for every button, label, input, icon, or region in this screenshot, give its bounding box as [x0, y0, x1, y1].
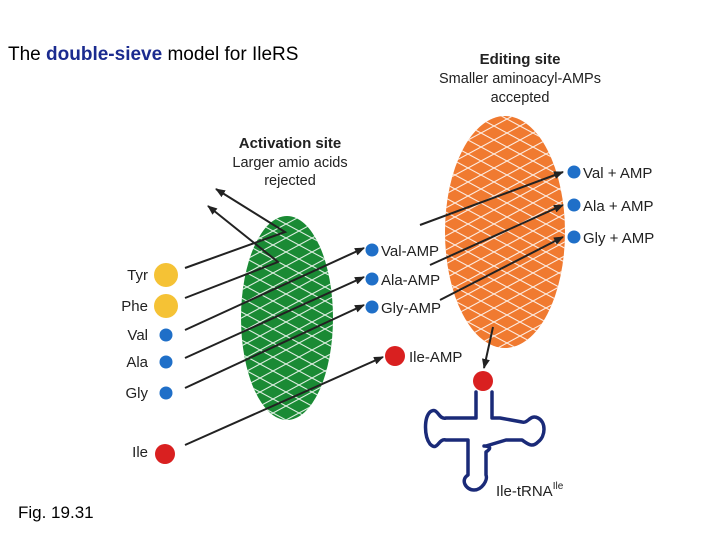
ala-product-marker: [568, 199, 581, 212]
ala-marker: [160, 356, 173, 369]
activation-site-line2: rejected: [264, 173, 316, 189]
editing-site-line2: accepted: [491, 90, 550, 106]
val-marker: [160, 329, 173, 342]
activation-site-sieve: [241, 216, 333, 420]
product-list: Val + AMP Ala + AMP Gly + AMP: [568, 165, 655, 247]
ile-amp-label: Ile-AMP: [409, 349, 462, 366]
ile-on-trna-marker: [473, 371, 493, 391]
amino-acid-label-val: Val: [127, 327, 148, 344]
trna-label-main: Ile-tRNA: [496, 483, 553, 500]
val-amp-label: Val-AMP: [381, 243, 439, 260]
val-amp-marker: [366, 244, 379, 257]
amino-acid-label-gly: Gly: [126, 385, 149, 402]
trna-cloverleaf-icon: [426, 371, 545, 490]
ala-amp-label: Ala-AMP: [381, 272, 440, 289]
ala-product-label: Ala + AMP: [583, 198, 653, 215]
trna-label-superscript: Ile: [553, 481, 564, 492]
phe-marker: [154, 294, 178, 318]
gly-product-label: Gly + AMP: [583, 230, 654, 247]
val-product-marker: [568, 166, 581, 179]
editing-site-label: Editing site Smaller aminoacyl-AMPs acce…: [439, 51, 601, 106]
amino-acid-label-ile: Ile: [132, 444, 148, 461]
editing-site-header: Editing site: [480, 51, 561, 68]
gly-marker: [160, 387, 173, 400]
editing-site-line1: Smaller aminoacyl-AMPs: [439, 71, 601, 87]
trna-label: Ile-tRNAIle: [496, 481, 564, 500]
ala-amp-marker: [366, 273, 379, 286]
activation-site-label: Activation site Larger amio acids reject…: [232, 135, 347, 189]
tyr-marker: [154, 263, 178, 287]
amino-acid-label-tyr: Tyr: [127, 267, 148, 284]
ile-marker: [155, 444, 175, 464]
gly-amp-label: Gly-AMP: [381, 300, 441, 317]
activation-site-line1: Larger amio acids: [232, 155, 347, 171]
amino-acid-list: Tyr Phe Val Ala Gly Ile: [121, 263, 178, 464]
ile-amp-marker: [385, 346, 405, 366]
gly-product-marker: [568, 231, 581, 244]
activation-site-header: Activation site: [239, 135, 342, 152]
val-product-label: Val + AMP: [583, 165, 652, 182]
amino-acid-label-phe: Phe: [121, 298, 148, 315]
gly-amp-marker: [366, 301, 379, 314]
amino-acid-label-ala: Ala: [126, 354, 148, 371]
